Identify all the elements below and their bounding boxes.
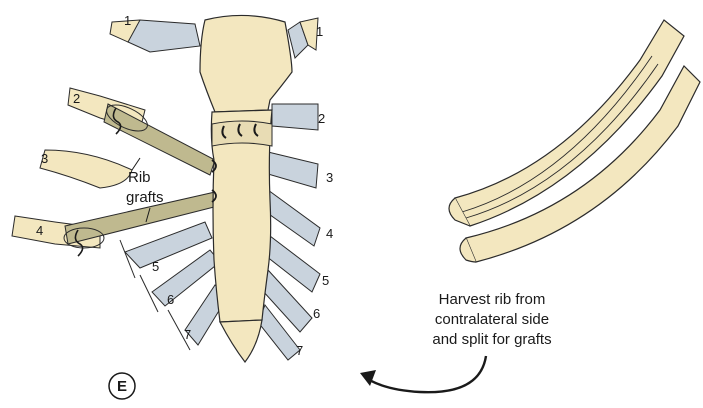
right-rib-label-3: 3 (326, 170, 333, 185)
harvest-note-line-1: Harvest rib from (439, 291, 546, 308)
harvest-note-line-2: contralateral side (435, 311, 549, 328)
left-rib-label-3: 3 (41, 151, 48, 166)
sternum-sutures (221, 123, 259, 139)
left-rib-label-7: 7 (184, 327, 191, 342)
graft-label-line-1: Rib (128, 169, 151, 186)
harvest-arrowhead (360, 370, 376, 386)
left-rib-2-suture (112, 107, 122, 135)
graft-pointer-line-2 (145, 207, 151, 223)
harvest-note-line-3: and split for grafts (432, 331, 551, 348)
graft-pointer-line (131, 157, 141, 171)
right-rib-label-4: 4 (326, 226, 333, 241)
left-rib-1 (109, 19, 201, 53)
manubrium (199, 14, 293, 113)
left-rib-label-4: 4 (36, 223, 43, 238)
right-rib-label-2: 2 (318, 111, 325, 126)
left-rib-label-1: 1 (124, 13, 131, 28)
left-rib-label-2: 2 (73, 91, 80, 106)
left-rib-5 (119, 221, 213, 279)
right-rib-4 (265, 189, 321, 247)
graft-label-line-2: grafts (126, 189, 164, 206)
right-rib-1 (287, 17, 319, 59)
right-rib-label-7: 7 (296, 343, 303, 358)
graft-sternum-sutures (211, 159, 217, 203)
xiphoid-process (219, 319, 263, 363)
harvest-arrow (365, 355, 488, 394)
left-rib-label-6: 6 (167, 292, 174, 307)
sternal-osteotomy (211, 120, 273, 147)
right-rib-2 (271, 103, 319, 131)
right-rib-label-1: 1 (316, 24, 323, 39)
right-rib-label-5: 5 (322, 273, 329, 288)
left-rib-4-overlap (63, 227, 105, 249)
panel-label-circle (108, 372, 136, 400)
left-rib-4-suture (74, 229, 84, 257)
panel-label: E (117, 378, 127, 395)
harvested-rib (448, 19, 701, 263)
left-rib-2-overlap (106, 104, 148, 132)
left-rib-3-stump (39, 149, 133, 189)
left-rib-label-5: 5 (152, 259, 159, 274)
right-rib-3 (267, 151, 319, 189)
left-rib-2-graft (103, 103, 216, 176)
right-rib-label-6: 6 (313, 306, 320, 321)
